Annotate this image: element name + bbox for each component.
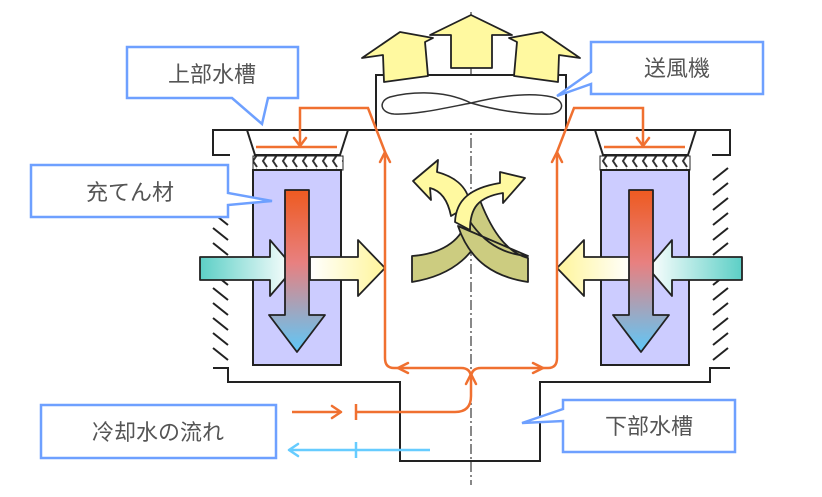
upper-tank-right	[594, 129, 697, 171]
cold-water-flow	[287, 442, 430, 458]
label-fill-material: 充てん材	[86, 181, 174, 206]
callout-fill-material: 充てん材	[29, 163, 273, 219]
exhaust-arrows	[361, 14, 581, 83]
upper-tank-left	[246, 129, 349, 171]
label-lower-tank: 下部水槽	[605, 415, 693, 440]
swirl-arrow-left	[412, 159, 471, 217]
callout-lower-tank: 下部水槽	[521, 398, 737, 454]
legend-label: 冷却水の流れ	[92, 421, 224, 446]
fan-housing	[375, 74, 567, 131]
air-outlet-left	[309, 239, 386, 297]
legend-box: 冷却水の流れ	[39, 403, 278, 460]
exhaust-arrow-center	[429, 14, 513, 69]
legend-hot-arrow	[330, 404, 343, 420]
label-fan: 送風機	[644, 57, 710, 82]
air-outlet-right	[556, 239, 633, 297]
callout-upper-tank: 上部水槽	[125, 45, 300, 127]
air-inlet-right	[556, 189, 743, 353]
callout-fan: 送風機	[556, 40, 765, 98]
water-down-arrow-right	[612, 189, 670, 353]
swirl-arrow-right	[454, 171, 526, 231]
label-upper-tank: 上部水槽	[168, 63, 256, 88]
swirl-base-right	[457, 194, 529, 283]
air-swirl	[411, 159, 529, 283]
water-down-arrow-left	[268, 189, 326, 353]
legend-cold-arrow	[287, 442, 300, 458]
water-circulation	[256, 106, 685, 420]
fan-blade-icon	[381, 92, 563, 115]
air-inlet-left	[199, 189, 386, 353]
exhaust-arrow-right	[508, 31, 581, 83]
exhaust-arrow-left	[361, 31, 434, 83]
